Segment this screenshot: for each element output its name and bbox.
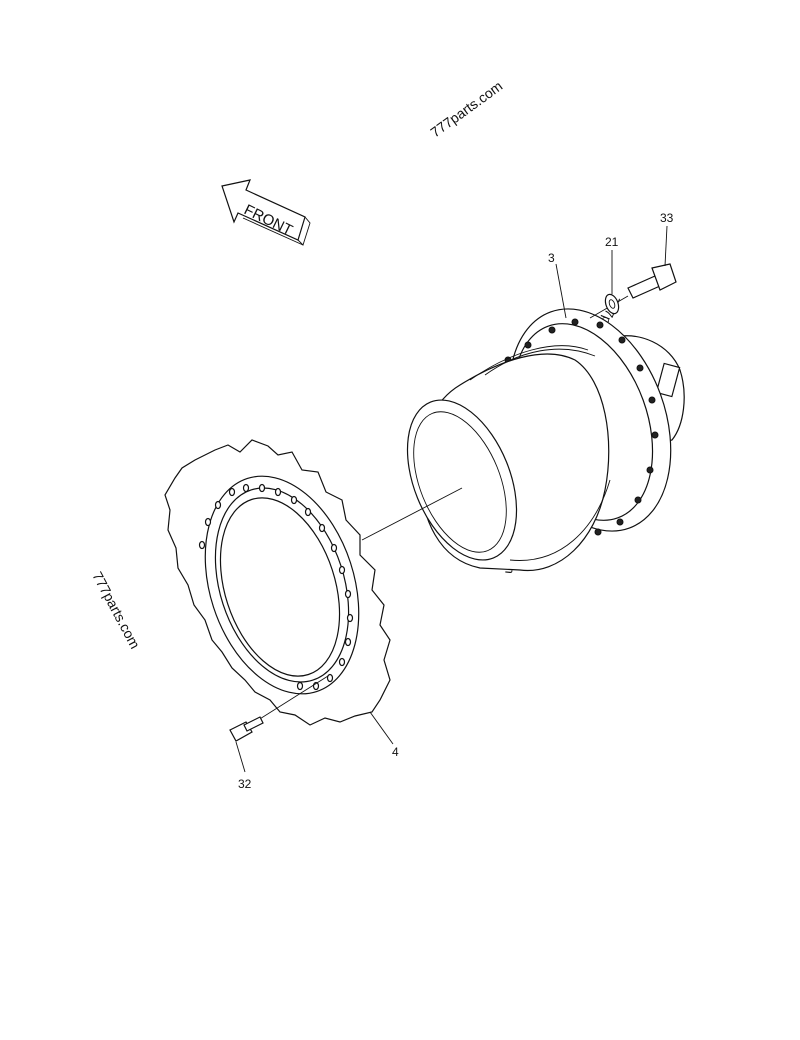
washer-21: [604, 293, 620, 315]
callout-21: 21: [605, 235, 619, 249]
sprocket-bolt-holes: [198, 483, 354, 691]
watermark-top: 777parts.com: [427, 78, 505, 141]
callout-32: 32: [238, 777, 252, 791]
bolt-32: [229, 675, 329, 742]
callout-33: 33: [660, 211, 674, 225]
leader-4: [369, 711, 394, 745]
bolt-33: [589, 263, 677, 319]
callout-3: 3: [548, 251, 555, 265]
leader-33: [664, 225, 668, 267]
leader-32: [235, 741, 246, 773]
leader-3: [555, 263, 567, 319]
front-direction-arrow: FRONT: [221, 179, 311, 246]
travel-motor-final-drive: [406, 308, 685, 572]
callout-4: 4: [392, 745, 399, 759]
alignment-line-center: [361, 487, 463, 541]
watermark-left: 777parts.com: [89, 569, 143, 651]
flange-bolt-holes: [504, 318, 659, 536]
sprocket: [164, 439, 391, 726]
